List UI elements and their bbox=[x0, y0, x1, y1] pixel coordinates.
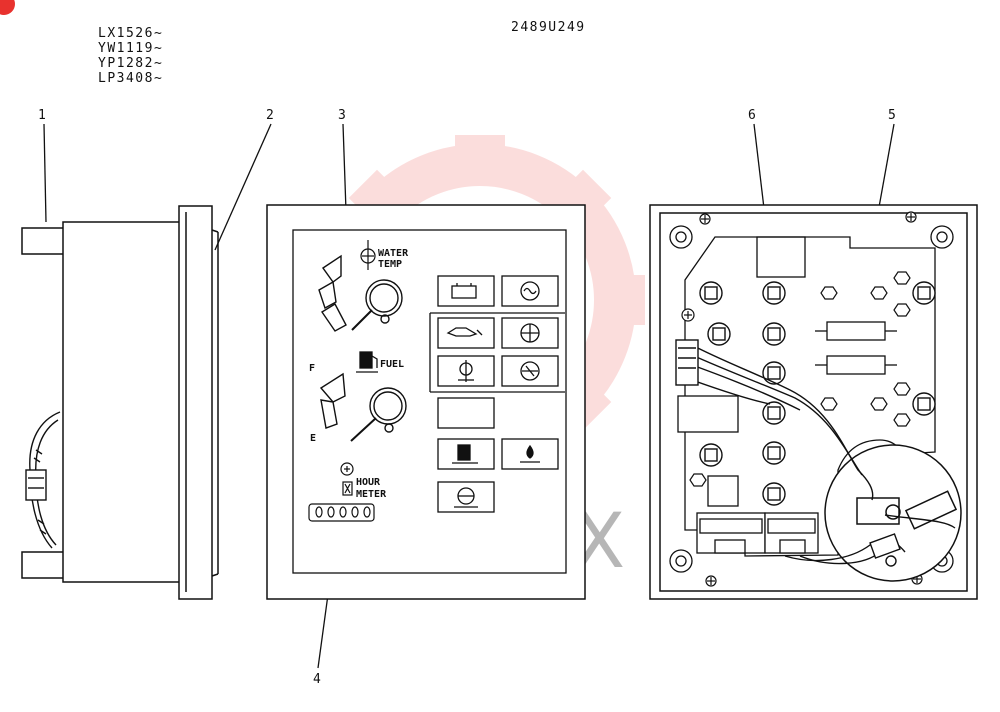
hour-meter-label: METER bbox=[356, 489, 387, 500]
callout-4: 4 bbox=[313, 672, 322, 687]
fuel-level-lamp[interactable] bbox=[437, 438, 495, 470]
resistors bbox=[815, 321, 897, 375]
front-panel bbox=[266, 204, 586, 600]
callout-6: 6 bbox=[748, 108, 757, 123]
serial-range: LP3408~ bbox=[98, 71, 163, 86]
water-temp-gauge[interactable] bbox=[318, 254, 403, 332]
fuel-pump-icon bbox=[356, 351, 378, 373]
serial-range: LX1526~ bbox=[98, 26, 163, 41]
water-separator-lamp[interactable] bbox=[501, 438, 559, 470]
fuel-empty-marker: E bbox=[310, 433, 316, 444]
relay-blocks bbox=[677, 395, 739, 507]
callout-2: 2 bbox=[266, 108, 275, 123]
warning-lamp-grid bbox=[429, 312, 565, 393]
water-temp-label: TEMP bbox=[378, 259, 402, 270]
serial-range: YP1282~ bbox=[98, 56, 163, 71]
wiring-harness bbox=[675, 339, 956, 567]
hour-meter bbox=[308, 462, 375, 522]
side-wire-harness bbox=[25, 411, 61, 549]
preheat-lamp[interactable] bbox=[501, 275, 559, 307]
hour-meter-housing bbox=[824, 444, 962, 582]
charge-lamp[interactable] bbox=[437, 275, 495, 307]
drawing-number: 2489U249 bbox=[511, 20, 586, 35]
hydraulic-oil-lamp[interactable] bbox=[501, 355, 559, 387]
hour-meter-label: HOUR bbox=[356, 477, 381, 488]
callout-5: 5 bbox=[888, 108, 897, 123]
hex-nuts bbox=[689, 271, 911, 487]
fuel-full-marker: F bbox=[309, 363, 315, 374]
callout-3: 3 bbox=[338, 108, 347, 123]
lamp-sockets bbox=[699, 281, 936, 506]
fuel-gauge[interactable] bbox=[319, 372, 407, 442]
water-temp-icon bbox=[360, 240, 376, 270]
blank-lamp[interactable] bbox=[437, 397, 495, 429]
connectors bbox=[696, 512, 819, 554]
coolant-level-lamp[interactable] bbox=[437, 355, 495, 387]
oil-pressure-lamp[interactable] bbox=[437, 317, 495, 349]
water-temp-label: WATER bbox=[378, 248, 409, 259]
fuel-label: FUEL bbox=[380, 359, 404, 370]
serial-range: YW1119~ bbox=[98, 41, 163, 56]
corner-badge bbox=[0, 0, 15, 15]
callout-1: 1 bbox=[38, 108, 47, 123]
engine-stop-lamp[interactable] bbox=[437, 481, 495, 513]
side-view bbox=[21, 205, 219, 600]
air-filter-lamp[interactable] bbox=[501, 317, 559, 349]
